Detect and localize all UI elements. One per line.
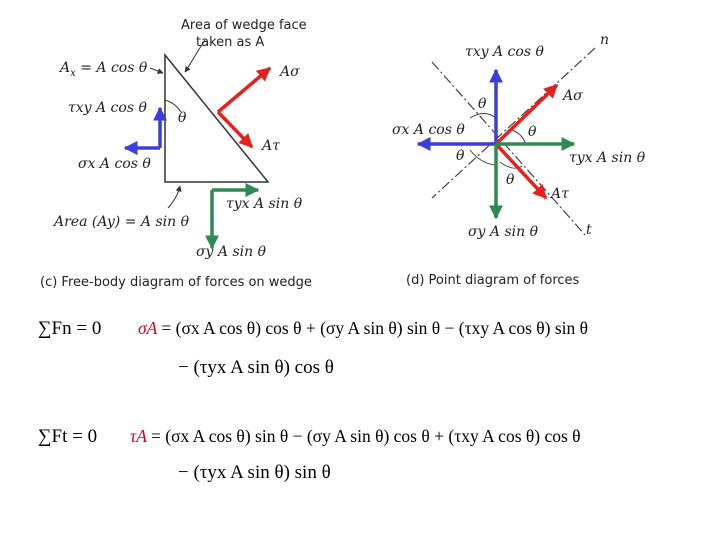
- label-theta-d-4: θ: [506, 172, 515, 188]
- label-theta-c: θ: [178, 110, 187, 126]
- label-n: n: [600, 32, 609, 48]
- label-theta-d-1: θ: [478, 96, 487, 112]
- label-sy-c: σy A sin θ: [196, 244, 267, 260]
- label-A-tau-c: Aτ: [260, 138, 280, 154]
- label-theta-d-3: θ: [456, 148, 465, 164]
- label-tyx-c: τyx A sin θ: [226, 196, 303, 212]
- sum-fn-equation: ∑Fn = 0: [38, 318, 102, 339]
- theta-arc-d-4: [499, 161, 523, 169]
- caption-d: (d) Point diagram of forces: [406, 273, 580, 288]
- theta-arc-d-3: [469, 149, 496, 166]
- arrow-A-tau-c: [216, 110, 254, 149]
- label-A-tau-d: Aτ: [549, 186, 569, 202]
- label-A-sigma-d: Aσ: [561, 88, 583, 104]
- label-area-face-1: Area of wedge face: [181, 18, 307, 33]
- label-tyx-d: τyx A sin θ: [569, 150, 646, 166]
- arrow-A-sigma-d: [494, 83, 559, 146]
- label-t: t: [586, 222, 592, 238]
- leader-ax: [149, 67, 164, 74]
- label-txy-c: τxy A cos θ: [68, 100, 147, 116]
- label-sx-d: σx A cos θ: [392, 122, 465, 138]
- equation-tangent-line2: − (τyx A sin θ) sin θ: [178, 462, 331, 483]
- label-area-face-2: taken as A: [196, 35, 264, 50]
- panel-c-free-body: Area of wedge face taken as A Ax = A cos…: [40, 18, 312, 290]
- label-sy-d: σy A sin θ: [468, 224, 539, 240]
- arrow-A-tau-d: [494, 142, 548, 200]
- equation-normal-line2: − (τyx A sin θ) cos θ: [178, 357, 334, 378]
- theta-arc-c: [164, 99, 182, 113]
- leader-area-face: [184, 39, 206, 73]
- equation-tangent-line1: τA = (σx A cos θ) sin θ − (σy A sin θ) c…: [130, 426, 581, 446]
- theta-arc-d-1: [469, 113, 497, 119]
- arrow-A-sigma-c: [216, 66, 272, 114]
- leader-ay: [167, 185, 182, 209]
- label-area-ay: Area (Ay) = A sin θ: [52, 214, 190, 230]
- sum-ft-equation: ∑Ft = 0: [38, 426, 98, 447]
- panel-d-point-diagram: τxy A cos θ n Aσ θ σx A cos θ θ θ τyx A …: [392, 32, 646, 288]
- line-t-axis: [431, 47, 596, 199]
- label-theta-d-2: θ: [528, 124, 537, 140]
- label-ax-eq: Ax = A cos θ: [58, 60, 148, 79]
- equation-normal-line1: σA = (σx A cos θ) cos θ + (σy A sin θ) s…: [138, 318, 589, 338]
- caption-c: (c) Free-body diagram of forces on wedge: [40, 275, 312, 290]
- label-txy-d: τxy A cos θ: [465, 44, 544, 60]
- line-n-axis: [431, 61, 587, 237]
- label-A-sigma-c: Aσ: [278, 64, 300, 80]
- label-sx-c: σx A cos θ: [78, 156, 151, 172]
